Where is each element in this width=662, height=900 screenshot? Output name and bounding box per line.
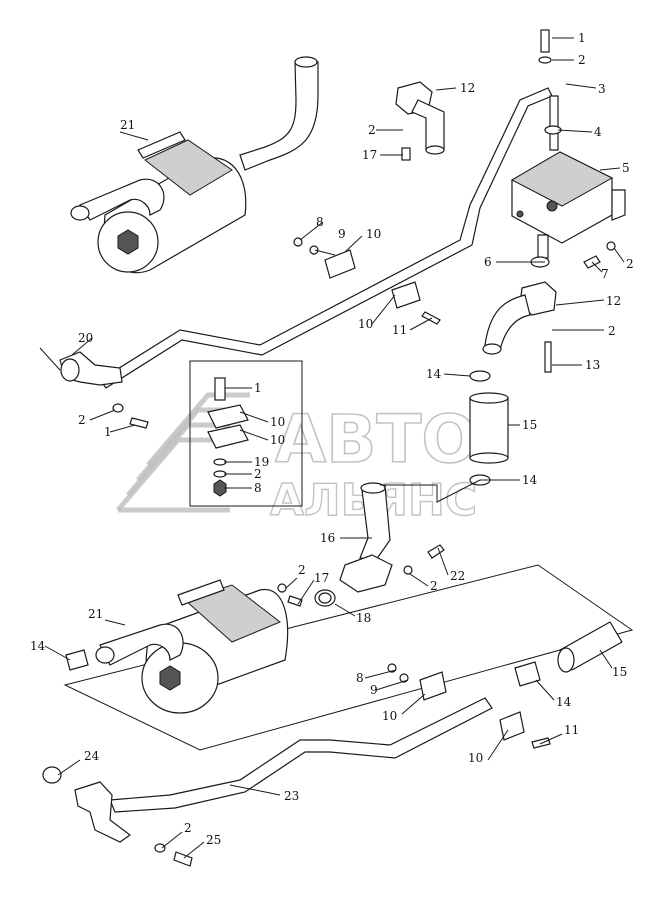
flange-upper [395,81,445,161]
callout-washer-side: 2 [626,257,634,271]
callout-muffler-upper: 21 [120,118,135,132]
callout-washer-25: 2 [184,821,192,835]
callout-washer-bracket: 9 [338,227,346,241]
callout-bolt-bracket: 11 [392,323,407,337]
callout-screw-side: 7 [601,267,609,281]
callout-exhaust-pipe: 23 [284,789,299,803]
callout-inset-bracket-a: 10 [270,415,285,429]
callout-inset-bolt: 1 [254,381,262,395]
callout-hose-lower: 15 [612,665,627,679]
bracket-group-middle [293,237,441,325]
callout-washer-22: 2 [430,579,438,593]
callout-washer-left: 2 [78,413,86,427]
callout-clamp-hose-top: 14 [426,367,442,381]
inset-detail [189,360,303,507]
callouts-top: 1 2 3 4 5 6 7 2 12 12 2 13 14 15 14 21 2… [78,31,634,487]
callout-bracket-b: 10 [358,317,373,331]
callout-bolt-22: 22 [450,569,465,583]
callout-inset-washer-19: 19 [254,455,269,469]
watermark-line1: АВТО [275,401,478,478]
callouts-bottom: 16 22 2 2 17 18 21 14 8 9 10 11 10 14 15… [30,531,627,847]
callout-washer-upper-flange: 2 [368,123,376,137]
callout-gasket-left: 20 [78,331,93,345]
callout-hose: 15 [522,418,537,432]
callout-heater-box: 5 [622,161,630,175]
callout-gasket-lower: 6 [484,255,492,269]
exhaust-pipe-lower [42,697,493,843]
callout-washer-17: 2 [298,563,306,577]
callout-washer-top: 2 [578,53,586,67]
callout-flange-lower: 12 [606,294,621,308]
callout-bolt-top: 1 [578,31,586,45]
callout-gasket-18: 18 [356,611,371,625]
callout-inset-bracket-b: 10 [270,433,285,447]
callout-bolt-flange: 13 [585,358,600,372]
callout-bracket-lower-a: 10 [382,709,397,723]
callout-bolt-lower: 11 [564,723,579,737]
callout-nut-bracket: 8 [316,215,324,229]
callout-clamp-top: 3 [598,82,606,96]
callout-muffler-lower: 21 [88,607,103,621]
muffler-lower [63,564,634,751]
callout-bolt-left: 1 [104,425,112,439]
callout-bolt-25: 25 [206,833,221,847]
callout-inset-washer-2: 2 [254,467,262,481]
callout-inset-nut: 8 [254,481,262,495]
callout-bracket-lower-b: 10 [468,751,483,765]
flange-and-hose-right [469,281,557,464]
callout-bolt-17: 17 [314,571,329,585]
callout-bolt-upper-flange: 17 [362,148,377,162]
callout-clamp-hose-bottom: 14 [522,473,538,487]
callouts-inset: 1 10 10 19 2 8 [254,381,285,495]
callout-washer-lower: 9 [370,683,378,697]
muffler-upper [70,56,319,274]
callout-clamp-right: 14 [556,695,572,709]
callout-bracket-a: 10 [366,227,381,241]
callout-gasket-24: 24 [84,749,100,763]
hardware [112,29,616,867]
callout-washer-flange: 2 [608,324,616,338]
leader-lines [39,37,625,859]
callout-elbow-pipe: 16 [320,531,335,545]
callout-gasket-top: 4 [594,125,602,139]
lower-right-parts [387,621,623,749]
heater-box [510,95,626,259]
callout-flange-upper: 12 [460,81,475,95]
callout-nut-lower: 8 [356,671,364,685]
callout-clamp-left: 14 [30,639,46,653]
elbow-pipe-lower [314,482,393,607]
